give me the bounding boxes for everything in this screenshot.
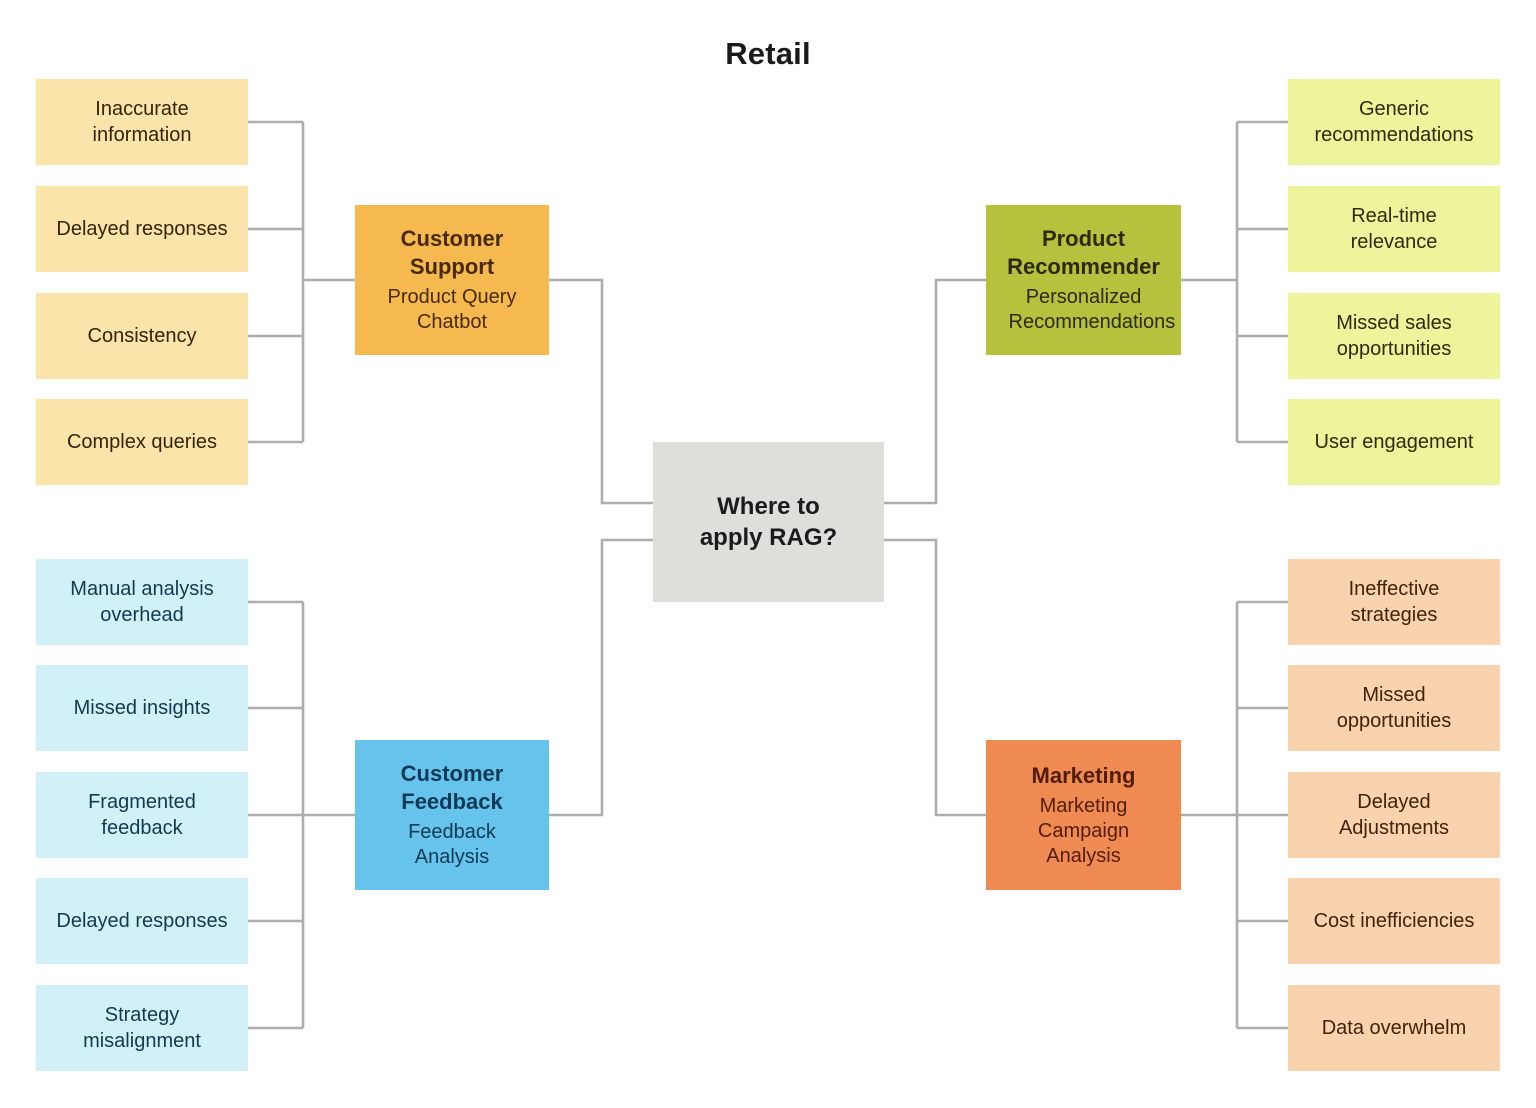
connector-product-recommender-center <box>884 278 986 505</box>
leaf-node-generic-recommendations: Generic recommendations <box>1288 79 1500 165</box>
connector-marketing-leaves <box>1181 600 1288 1030</box>
connector-product-recommender-leaves <box>1181 120 1288 444</box>
leaf-node-missed-opportunities: Missed opportunities <box>1288 665 1500 751</box>
leaf-node-delayed-responses: Delayed responses <box>36 186 248 272</box>
branch-subtitle: Feedback Analysis <box>408 821 496 868</box>
leaf-node-user-engagement: User engagement <box>1288 399 1500 485</box>
leaf-node-delayed-adjustments: Delayed Adjustments <box>1288 772 1500 858</box>
diagram-title: Retail <box>725 36 811 71</box>
leaf-node-ineffective-strategies: Ineffective strategies <box>1288 559 1500 645</box>
leaf-node-fragmented-feedback: Fragmented feedback <box>36 772 248 858</box>
branch-node-marketing: Marketing Marketing Campaign Analysis <box>986 740 1181 890</box>
leaf-node-strategy-misalignment: Strategy misalignment <box>36 985 248 1071</box>
center-label: Where to apply RAG? <box>699 493 838 551</box>
leaf-label: Inaccurate information <box>92 98 192 146</box>
leaf-label: Ineffective strategies <box>1348 578 1440 626</box>
leaf-label: Manual analysis overhead <box>70 578 214 626</box>
branch-node-customer-support: Customer Support Product Query Chatbot <box>355 205 549 355</box>
leaf-label: Data overwhelm <box>1321 1017 1467 1039</box>
connector-customer-feedback-leaves <box>248 600 355 1030</box>
connector-customer-support-leaves <box>248 120 355 444</box>
leaf-node-complex-queries: Complex queries <box>36 399 248 485</box>
leaf-label: Delayed responses <box>56 218 228 240</box>
leaf-node-cost-inefficiencies: Cost inefficiencies <box>1288 878 1500 964</box>
leaf-node-manual-analysis-overhead: Manual analysis overhead <box>36 559 248 645</box>
center-node: Where to apply RAG? <box>653 442 884 602</box>
leaf-label: Fragmented feedback <box>88 791 196 839</box>
leaf-node-inaccurate-information: Inaccurate information <box>36 79 248 165</box>
connector-marketing-center <box>884 538 986 817</box>
branch-subtitle: Product Query Chatbot <box>387 286 517 333</box>
leaf-label: Missed opportunities <box>1336 684 1452 732</box>
branch-subtitle: Marketing Campaign Analysis <box>1037 794 1130 867</box>
leaf-label: Missed insights <box>73 697 211 719</box>
branch-node-product-recommender: Product Recommender Personalized Recomme… <box>986 205 1181 355</box>
branch-title: Marketing <box>1031 762 1136 788</box>
branch-title: Product Recommender <box>1007 226 1160 279</box>
branch-node-customer-feedback: Customer Feedback Feedback Analysis <box>355 740 549 890</box>
leaf-label: Real-time relevance <box>1350 205 1438 253</box>
leaf-node-missed-insights: Missed insights <box>36 665 248 751</box>
branch-title: Customer Feedback <box>400 761 504 814</box>
leaf-node-missed-sales-opportunities: Missed sales opportunities <box>1288 293 1500 379</box>
leaf-label: Generic recommendations <box>1314 98 1474 146</box>
branch-subtitle: Personalized Recommendations <box>1008 286 1176 333</box>
leaf-label: Strategy misalignment <box>83 1004 201 1052</box>
leaf-label: Delayed Adjustments <box>1338 791 1450 839</box>
connector-customer-feedback-center <box>549 538 653 817</box>
leaf-label: Complex queries <box>66 431 218 453</box>
leaf-label: Cost inefficiencies <box>1313 910 1475 932</box>
branch-title: Customer Support <box>400 226 504 279</box>
leaf-label: Delayed responses <box>56 910 228 932</box>
leaf-label: User engagement <box>1314 431 1474 453</box>
connector-customer-support-center <box>549 278 653 505</box>
leaf-node-data-overwhelm: Data overwhelm <box>1288 985 1500 1071</box>
leaf-node-delayed-responses-feedback: Delayed responses <box>36 878 248 964</box>
leaf-node-consistency: Consistency <box>36 293 248 379</box>
leaf-label: Consistency <box>87 325 197 347</box>
leaf-label: Missed sales opportunities <box>1336 312 1452 360</box>
leaf-node-real-time-relevance: Real-time relevance <box>1288 186 1500 272</box>
